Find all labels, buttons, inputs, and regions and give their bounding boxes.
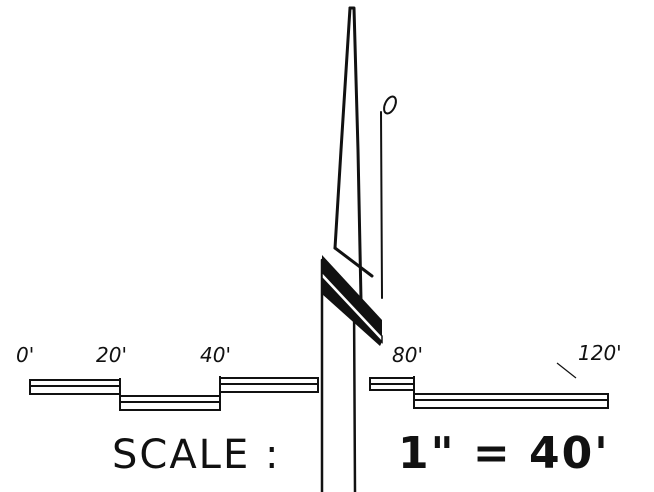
tick-label-80: 80' bbox=[392, 343, 423, 367]
break-line-icon bbox=[321, 255, 383, 346]
tick-label-0: 0' bbox=[16, 343, 34, 367]
scale-bar bbox=[29, 362, 609, 411]
scale-label: SCALE : bbox=[112, 432, 280, 478]
scale-ratio: 1" = 40' bbox=[398, 428, 610, 479]
tick-label-40: 40' bbox=[200, 343, 231, 367]
tick-label-20: 20' bbox=[96, 343, 127, 367]
north-arrow-icon bbox=[320, 6, 397, 492]
tick-label-120: 120' bbox=[578, 341, 622, 365]
scale-tick-labels: 0' 20' 40' 80' 120' bbox=[16, 341, 622, 367]
